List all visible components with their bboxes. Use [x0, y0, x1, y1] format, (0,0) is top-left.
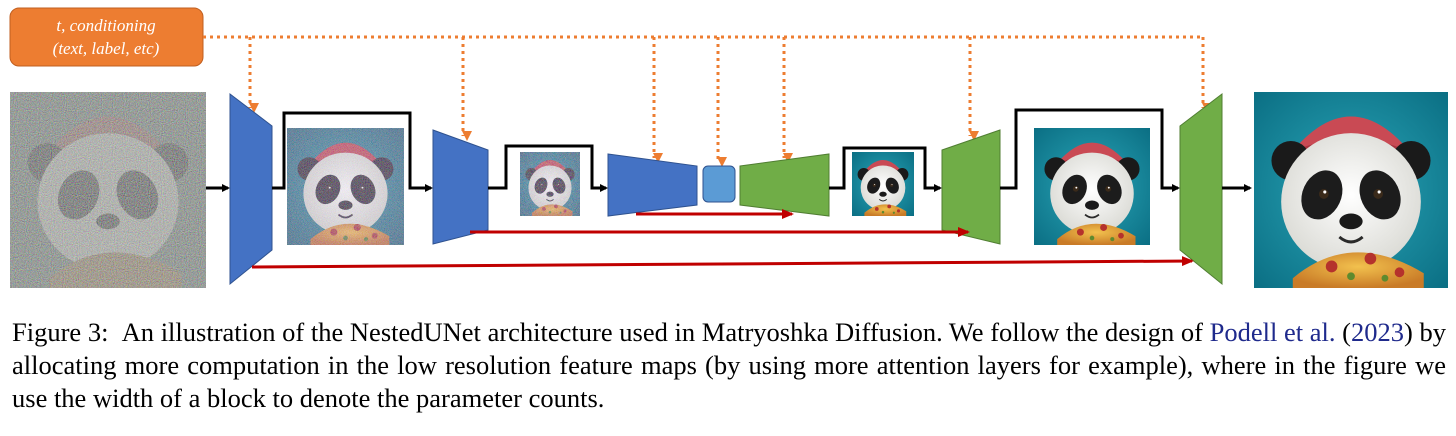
panda-level-2-output [852, 152, 914, 216]
conditioning-line-1: t, conditioning [56, 16, 155, 35]
caption-text-b: by allocating more computation in the lo… [12, 317, 1446, 413]
noisy-panda-level-2 [520, 152, 580, 216]
noisy-panda-input [10, 92, 206, 288]
encoder-block-1 [229, 92, 273, 286]
flow-arrows [206, 108, 1252, 192]
encoder-block-3 [607, 153, 698, 217]
skip-arrows [251, 209, 1194, 269]
decoder-block-3 [739, 153, 830, 217]
flow-arrow-dec-level2 [829, 146, 942, 192]
figure-caption: Figure 3: An illustration of the NestedU… [12, 316, 1446, 415]
citation-close-paren: ) [1404, 317, 1413, 347]
citation-year-link[interactable]: 2023 [1351, 317, 1405, 347]
decoder-block-2 [941, 129, 1001, 245]
flow-arrow-level2 [488, 144, 608, 192]
nestedunet-diagram: t, conditioning (text, label, etc) [9, 7, 1456, 288]
citation-open-paren: ( [1335, 317, 1352, 347]
noisy-panda-level-1 [287, 128, 404, 245]
flow-arrow-dec-level1 [1000, 108, 1180, 192]
panda-level-1-output [1034, 128, 1150, 245]
conditioning-line-2: (text, label, etc) [53, 39, 160, 58]
panda-final-output [1254, 92, 1448, 288]
conditioning-arrows [203, 35, 1212, 167]
conditioning-box: t, conditioning (text, label, etc) [9, 7, 204, 67]
bottleneck-block [702, 165, 736, 203]
caption-label: Figure 3: [12, 317, 109, 347]
skip-arrow-level1 [251, 256, 1194, 269]
flow-arrow-level1 [272, 111, 433, 192]
decoder-block-1 [1179, 92, 1223, 286]
encoder-block-2 [432, 129, 489, 245]
caption-text-a: An illustration of the NestedUNet archit… [121, 317, 1210, 347]
citation-author-link[interactable]: Podell et al. [1209, 317, 1336, 347]
